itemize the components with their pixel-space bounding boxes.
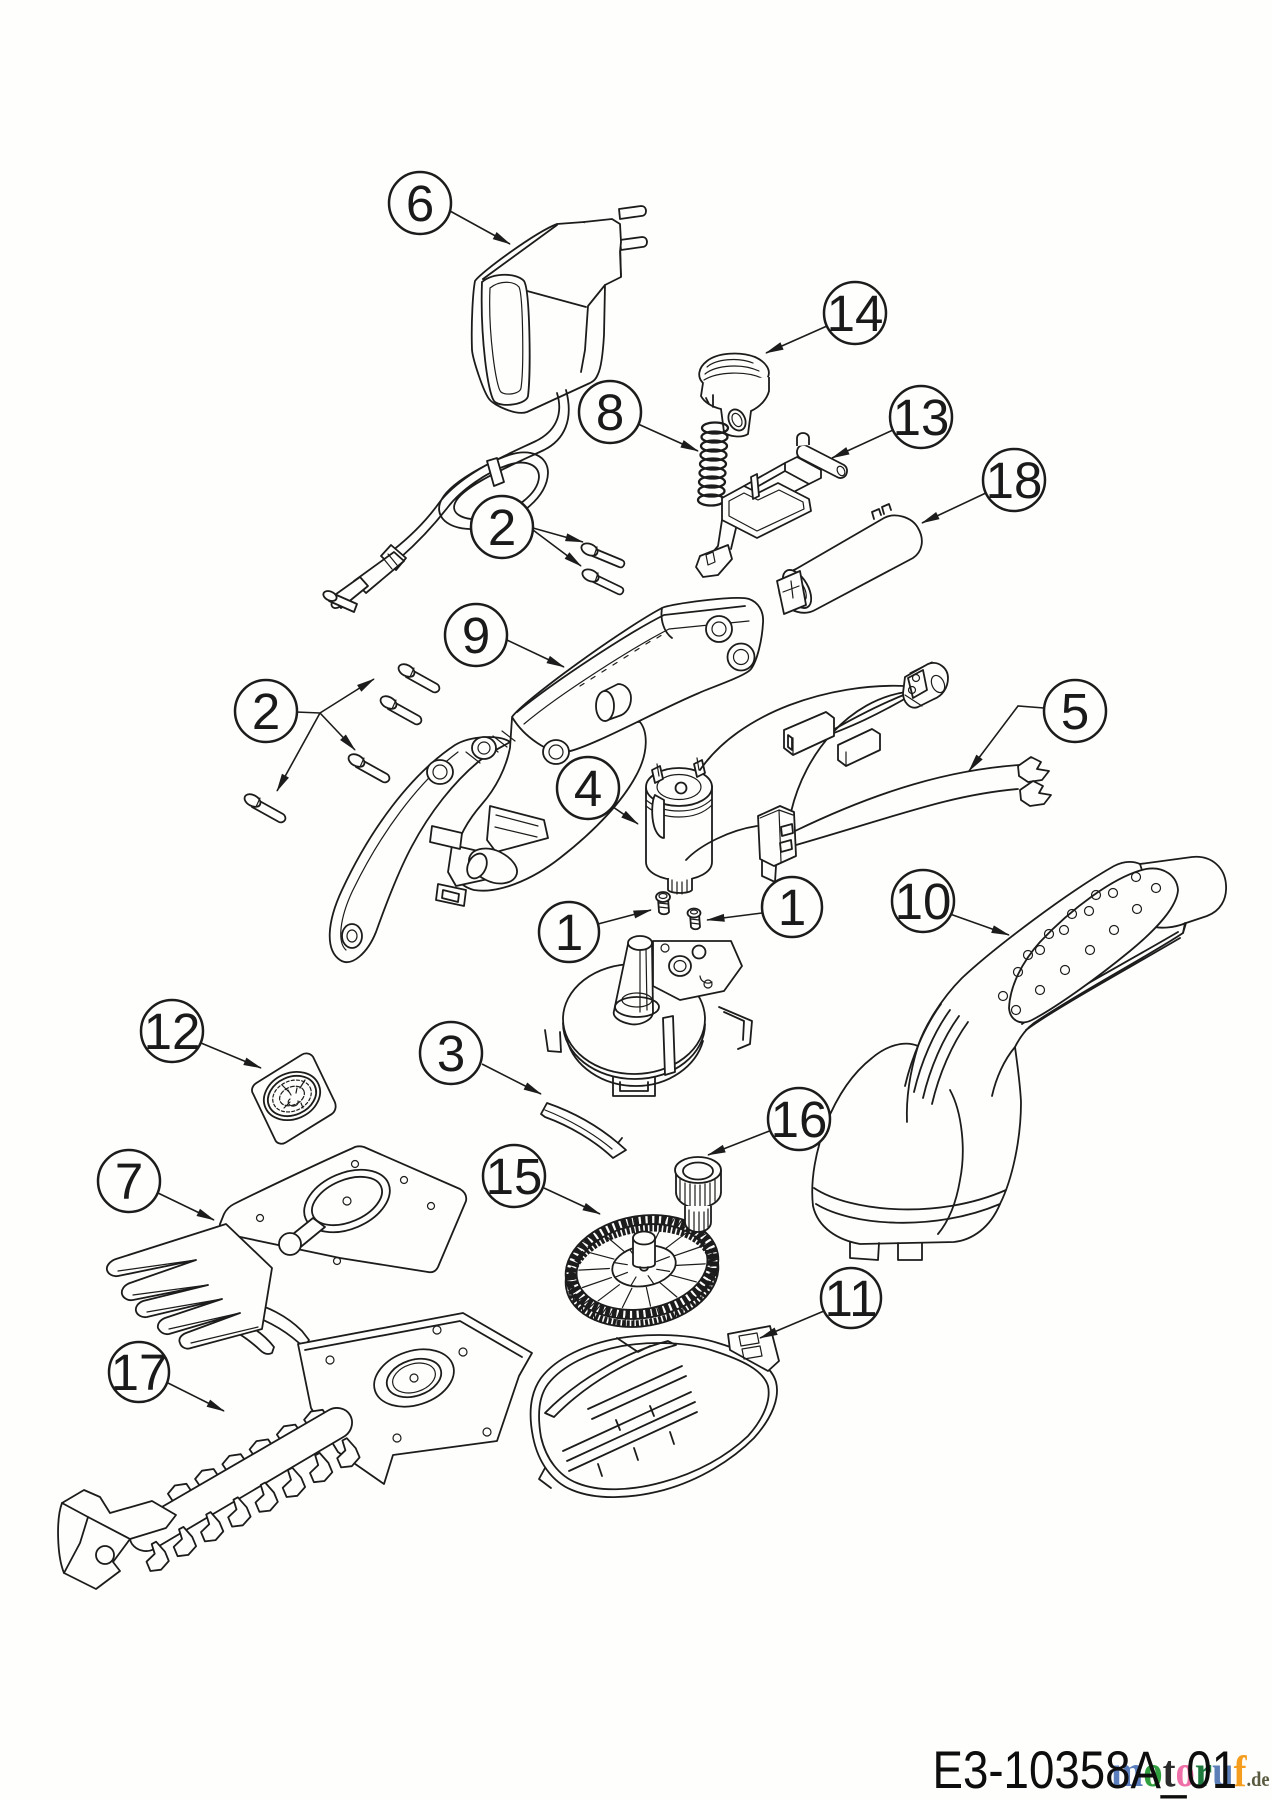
svg-text:15: 15 [486, 1148, 543, 1205]
svg-text:E3-10358A_01: E3-10358A_01 [933, 1741, 1238, 1800]
svg-text:16: 16 [771, 1091, 828, 1148]
svg-text:14: 14 [827, 285, 884, 342]
svg-text:2: 2 [488, 499, 516, 556]
svg-text:3: 3 [437, 1025, 465, 1082]
svg-text:11: 11 [825, 1270, 878, 1327]
svg-text:10: 10 [895, 873, 952, 930]
svg-text:9: 9 [462, 607, 490, 664]
svg-text:motoruf.de: motoruf.de [1111, 1747, 1270, 1796]
svg-text:17: 17 [111, 1344, 168, 1401]
svg-text:1: 1 [555, 904, 583, 961]
svg-text:4: 4 [574, 760, 602, 817]
svg-text:13: 13 [893, 389, 950, 446]
svg-text:2: 2 [252, 683, 280, 740]
svg-text:5: 5 [1061, 683, 1089, 740]
svg-text:1: 1 [778, 879, 806, 936]
svg-text:8: 8 [596, 384, 624, 441]
svg-text:7: 7 [115, 1153, 143, 1210]
svg-text:6: 6 [406, 175, 434, 232]
svg-text:12: 12 [144, 1003, 201, 1060]
svg-text:18: 18 [986, 452, 1043, 509]
